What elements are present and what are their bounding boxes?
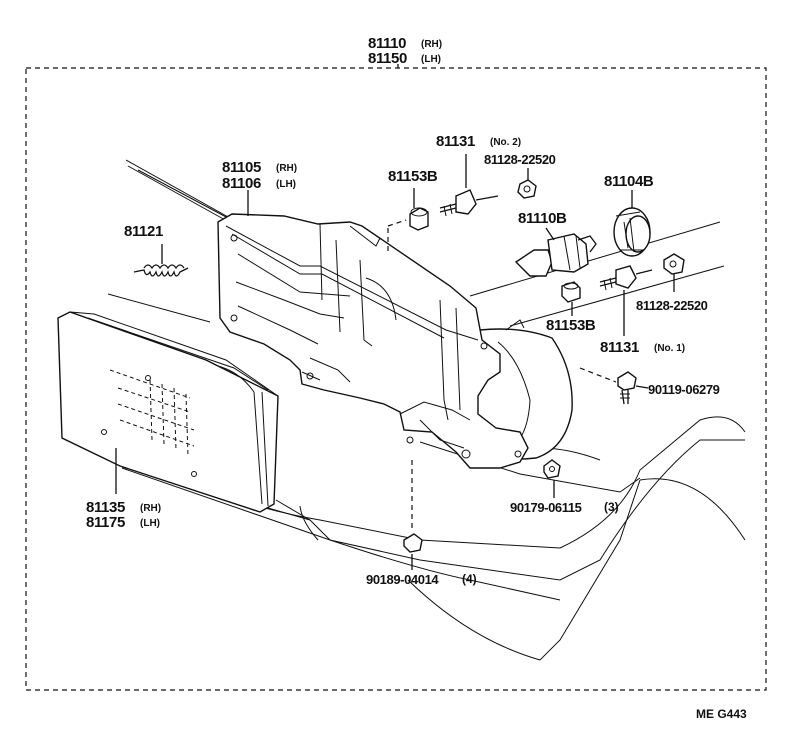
lamp-housing [217, 213, 529, 469]
lens-rh-side: (RH) [140, 503, 161, 514]
nut-right-part [663, 253, 685, 292]
label-lens: 81135 (RH) 81175 (LH) [86, 499, 161, 531]
nut-lower-part [543, 459, 561, 498]
label-socket-no2: 81131 (No. 2) [436, 133, 521, 150]
spring-number: 81121 [124, 223, 163, 240]
screw-part [579, 367, 649, 405]
socket-no1-part [599, 265, 653, 336]
socket-no2-part [439, 154, 499, 217]
label-nut-lower: 90179-06115 (3) [510, 500, 619, 515]
figure-code: ME G443 [696, 707, 747, 721]
assembly-boundary [25, 67, 767, 691]
label-clip: 90189-04014 (4) [366, 572, 477, 587]
clip-number: 90189-04014 [366, 572, 439, 587]
lens-lh-number: 81175 [86, 514, 125, 531]
clip-qty: (4) [462, 572, 477, 586]
socket-cover-part [613, 190, 651, 257]
cap-bottom-number: 81153B [546, 317, 596, 334]
spring-part [133, 244, 189, 277]
bulb-number: 81110B [518, 210, 567, 227]
label-socket-no1: 81131 (No. 1) [600, 339, 685, 356]
socket-cover-number: 81104B [604, 173, 654, 190]
label-housing: 81105 (RH) 81106 (LH) [222, 159, 297, 192]
body-outline [95, 159, 746, 661]
assembly-lh-side: (LH) [421, 54, 441, 65]
clip-part [403, 460, 423, 570]
assembly-rh-side: (RH) [421, 39, 442, 50]
socket-no2-note: (No. 2) [490, 137, 521, 148]
lens-lh-side: (LH) [140, 518, 160, 529]
nut-lower-number: 90179-06115 [510, 500, 582, 515]
housing-rh-number: 81105 [222, 159, 261, 176]
housing-lh-number: 81106 [222, 175, 261, 192]
screw-number: 90119-06279 [648, 382, 720, 397]
assembly-rh-number: 81110 [368, 35, 406, 52]
housing-lh-side: (LH) [276, 179, 296, 190]
signal-lens [57, 311, 279, 513]
socket-no2-number: 81131 [436, 133, 475, 150]
housing-rh-side: (RH) [276, 163, 297, 174]
socket-no1-number: 81131 [600, 339, 639, 356]
nut-top-number: 81128-22520 [484, 152, 556, 167]
cap-top-part [387, 188, 429, 252]
assembly-label: 81110 (RH) 81150 (LH) [368, 35, 442, 67]
socket-no1-note: (No. 1) [654, 343, 685, 354]
nut-right-number: 81128-22520 [636, 298, 708, 313]
nut-top-part [517, 168, 537, 199]
lens-rh-number: 81135 [86, 499, 125, 516]
cap-top-number: 81153B [388, 168, 438, 185]
nut-lower-qty: (3) [604, 500, 619, 514]
cap-bottom-part [561, 281, 581, 316]
lens-pattern [109, 369, 195, 457]
bulb-part [514, 227, 597, 277]
assembly-lh-number: 81150 [368, 50, 407, 67]
